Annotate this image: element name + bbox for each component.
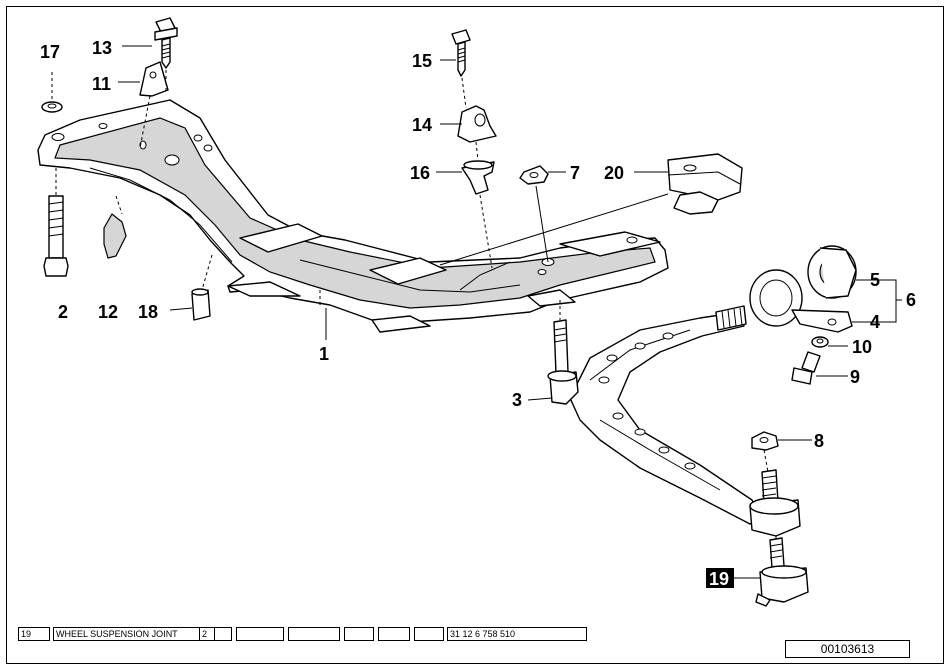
info-cell-title: WHEEL SUSPENSION JOINT bbox=[53, 627, 215, 641]
info-cell-blank-1 bbox=[236, 627, 284, 641]
callout-13: 13 bbox=[92, 38, 112, 58]
callout-8: 8 bbox=[814, 431, 824, 451]
callout-9: 9 bbox=[850, 367, 860, 387]
callout-4: 4 bbox=[870, 312, 880, 332]
washer-17 bbox=[41, 101, 63, 113]
leader-lines bbox=[51, 45, 902, 579]
callout-3: 3 bbox=[512, 390, 522, 410]
clip-14 bbox=[457, 105, 497, 143]
callout-20: 20 bbox=[604, 163, 624, 183]
info-cell-blank-2 bbox=[288, 627, 340, 641]
ball-joint-19 bbox=[749, 469, 809, 607]
callout-14: 14 bbox=[412, 115, 432, 135]
info-cell-blank-5 bbox=[414, 627, 444, 641]
info-cell-qty: 2 bbox=[199, 627, 232, 641]
control-arm bbox=[569, 305, 761, 525]
callout-12: 12 bbox=[98, 302, 118, 322]
sleeve-18 bbox=[191, 288, 211, 321]
info-cell-part-number: 31 12 6 758 510 bbox=[447, 627, 587, 641]
nut-8 bbox=[751, 431, 779, 451]
grommet-16 bbox=[461, 160, 495, 195]
ball-stud-3 bbox=[547, 319, 579, 405]
bolt-13 bbox=[154, 17, 178, 69]
mount-20 bbox=[667, 153, 743, 215]
bracket-12 bbox=[103, 213, 127, 259]
callout-11: 11 bbox=[92, 74, 111, 94]
info-cell-blank-4 bbox=[378, 627, 410, 641]
washer-10 bbox=[811, 336, 829, 348]
callout-15: 15 bbox=[412, 51, 432, 71]
callout-18: 18 bbox=[138, 302, 158, 322]
callout-1: 1 bbox=[319, 344, 329, 364]
bracket-11 bbox=[139, 61, 169, 97]
nut-7 bbox=[519, 165, 549, 185]
callout-19-box bbox=[706, 568, 734, 588]
callout-7: 7 bbox=[570, 163, 580, 183]
callout-6: 6 bbox=[906, 290, 916, 310]
subframe-crossmember bbox=[37, 99, 669, 333]
bolt-2 bbox=[43, 195, 69, 277]
bracket-4 bbox=[749, 269, 853, 333]
document-number: 00103613 bbox=[785, 640, 910, 658]
info-cell-blank-3 bbox=[344, 627, 374, 641]
info-cell-number: 19 bbox=[18, 627, 50, 641]
callout-10: 10 bbox=[852, 337, 872, 357]
callout-5: 5 bbox=[870, 270, 880, 290]
diagram-frame bbox=[6, 6, 944, 664]
bolt-9 bbox=[791, 351, 821, 385]
callout-19: 19 bbox=[709, 569, 729, 589]
callout-labels: 13 17 11 15 14 16 7 20 2 12 18 1 3 5 6 4… bbox=[40, 38, 916, 589]
screw-15 bbox=[451, 29, 471, 77]
bushing-5 bbox=[807, 245, 857, 299]
callout-2: 2 bbox=[58, 302, 68, 322]
callout-16: 16 bbox=[410, 163, 430, 183]
callout-17: 17 bbox=[40, 42, 60, 62]
